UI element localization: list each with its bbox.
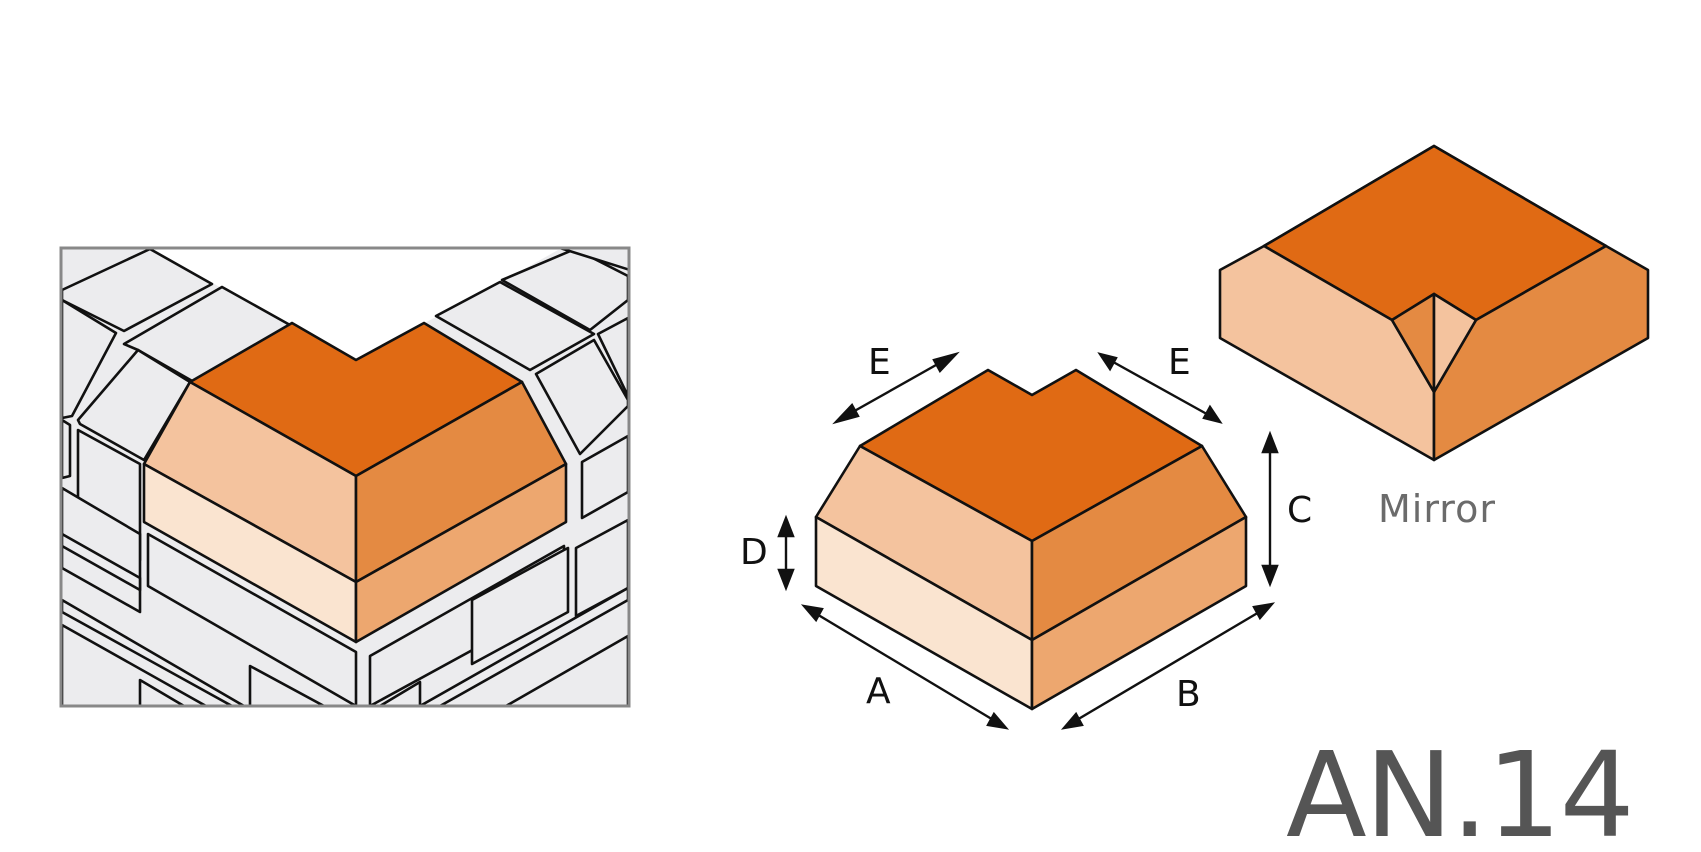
mirror-view: [1218, 144, 1650, 462]
dimension-label-e-right: E: [1168, 342, 1191, 383]
installed-angle-brick: [142, 321, 568, 644]
dimension-label-a: A: [866, 671, 891, 712]
dimension-arrows: [777, 351, 1279, 730]
dimension-label-e-left: E: [868, 342, 891, 383]
brick-wall: [61, 248, 629, 706]
mirror-label: Mirror: [1378, 487, 1496, 531]
product-code: AN.14: [1286, 726, 1633, 852]
angle-brick: [814, 368, 1248, 711]
installation-view: [59, 246, 631, 708]
dimension-label-d: D: [740, 532, 768, 573]
dimension-label-c: C: [1287, 490, 1312, 531]
dimension-view: E E C D A B: [740, 342, 1312, 730]
dimension-label-b: B: [1176, 674, 1201, 715]
